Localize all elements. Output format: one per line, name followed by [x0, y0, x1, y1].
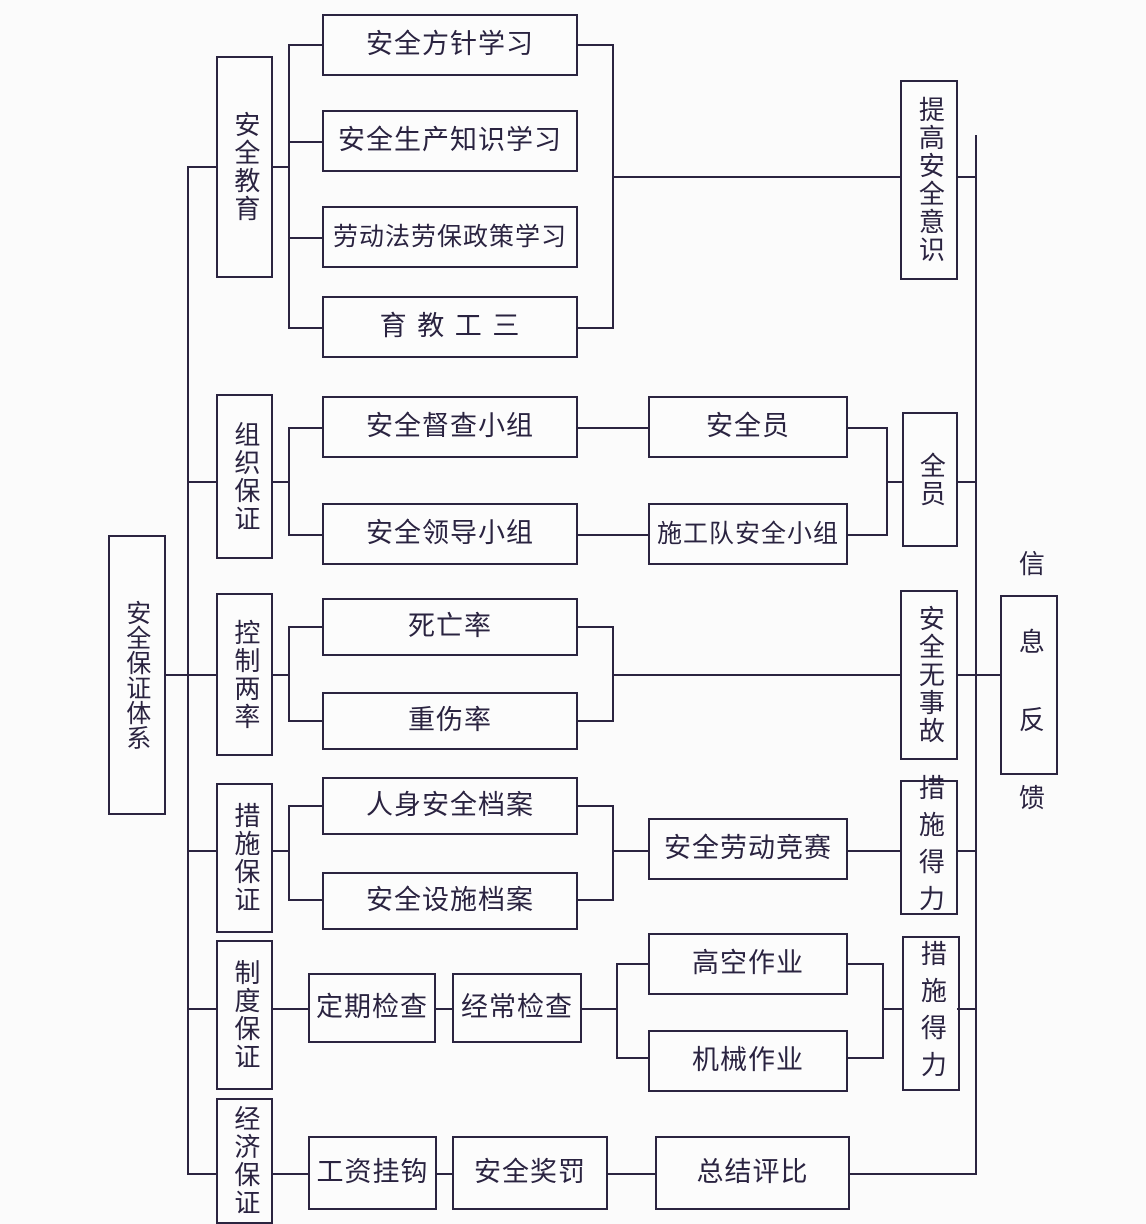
fan-left-branch-3 — [288, 626, 290, 722]
connector-wage-to-reward-penalty — [437, 1173, 452, 1175]
connector-leaf-1-2-left — [288, 141, 324, 143]
connector-spine-to-category-1 — [187, 166, 217, 168]
collector-right-branch-4 — [612, 805, 614, 900]
connector-regular-check-out — [582, 1008, 618, 1010]
leaf-node-safety-policy-study: 安全方针学习 — [322, 14, 578, 76]
connector-outcome-5-to-feedback-spine — [957, 1008, 977, 1010]
leaf-node-high-altitude-work: 高空作业 — [648, 933, 848, 995]
connector-leaf-1-4-right — [578, 327, 614, 329]
outcome-node-effective-measures-2: 措施得力 — [902, 936, 960, 1091]
leaf-node-safety-leadership-group: 安全领导小组 — [322, 503, 578, 565]
category-node-measure-assurance: 措施保证 — [216, 783, 273, 933]
category-node-system-assurance: 制度保证 — [216, 940, 273, 1090]
connector-competition-to-outcome-4 — [848, 850, 902, 852]
connector-leaf-4-2-left — [288, 899, 324, 901]
connector-leaf-2-1b-right — [848, 427, 888, 429]
connector-leaf-3-1-left — [288, 626, 324, 628]
feedback-node-information-feedback: 信 息 反 馈 — [1000, 550, 1058, 821]
spine-main-vertical — [187, 167, 189, 1175]
outcome-node-effective-measures-1: 措施得力 — [900, 774, 958, 922]
connector-summary-to-feedback-spine — [850, 1173, 977, 1175]
fan-left-branch-5 — [616, 963, 618, 1058]
fan-left-branch-2 — [288, 427, 290, 535]
leaf-node-wage-linkage: 工资挂钩 — [308, 1136, 437, 1210]
root-node-safety-assurance-system: 安全保证体系 — [108, 535, 166, 815]
connector-leaf-3-2-right — [578, 720, 614, 722]
category-node-organizational-assurance: 组织保证 — [216, 394, 273, 559]
leaf-node-safety-production-knowledge-study: 安全生产知识学习 — [322, 110, 578, 172]
connector-branch-1-to-outcome — [612, 176, 902, 178]
fan-left-branch-1 — [288, 44, 290, 329]
leaf-node-construction-team-safety-group: 施工队安全小组 — [648, 503, 848, 565]
collector-right-branch-1 — [612, 44, 614, 329]
connector-leaf-2-1-to-2-1b — [578, 427, 648, 429]
outcome-node-no-safety-accidents: 安全无事故 — [900, 590, 958, 760]
fan-left-branch-4 — [288, 805, 290, 900]
connector-category-2-out — [272, 481, 290, 483]
connector-outcome-2-to-feedback-spine — [957, 481, 977, 483]
connector-category-5-to-periodic-check — [272, 1008, 308, 1010]
connector-spine-to-category-3 — [187, 674, 217, 676]
connector-leaf-2-1-left — [288, 427, 324, 429]
leaf-node-labor-law-policy-study: 劳动法劳保政策学习 — [322, 206, 578, 268]
category-node-control-two-rates: 控制两率 — [216, 593, 273, 756]
leaf-node-three-level-education: 育 教 工 三 — [322, 296, 578, 358]
connector-branch-3-to-outcome — [612, 674, 902, 676]
connector-category-4-out — [272, 850, 290, 852]
connector-leaf-5-1-right — [848, 963, 884, 965]
leaf-node-safety-labor-competition: 安全劳动竞赛 — [648, 818, 848, 880]
connector-leaf-4-1-right — [578, 805, 614, 807]
category-node-safety-education: 安全教育 — [216, 56, 273, 278]
connector-outcome-3-to-feedback — [957, 674, 1002, 676]
connector-outcome-4-to-feedback-spine — [957, 850, 977, 852]
connector-leaf-1-1-left — [288, 44, 324, 46]
connector-leaf-1-1-right — [578, 44, 614, 46]
connector-leaf-5-2-right — [848, 1057, 884, 1059]
connector-periodic-to-regular-check — [436, 1008, 452, 1010]
connector-leaf-3-1-right — [578, 626, 614, 628]
connector-outcome-1-to-feedback-spine — [957, 176, 977, 178]
outcome-node-all-staff: 全员 — [902, 412, 958, 547]
connector-leaf-5-2-left — [616, 1057, 650, 1059]
connector-root-to-spine — [166, 674, 188, 676]
connector-leaf-1-3-left — [288, 237, 324, 239]
spine-feedback-vertical — [975, 135, 977, 1175]
connector-branch-5-to-outcome — [882, 1008, 904, 1010]
connector-leaf-4-1-left — [288, 805, 324, 807]
category-node-economic-assurance: 经济保证 — [216, 1098, 273, 1224]
connector-leaf-4-2-right — [578, 899, 614, 901]
connector-reward-to-summary — [608, 1173, 655, 1175]
connector-branch-4-to-competition — [612, 850, 650, 852]
connector-spine-to-category-6 — [187, 1173, 217, 1175]
connector-branch-2-to-outcome — [886, 481, 904, 483]
connector-spine-to-category-4 — [187, 850, 217, 852]
connector-leaf-2-2-left — [288, 534, 324, 536]
connector-leaf-2-2b-right — [848, 534, 888, 536]
connector-spine-to-category-5 — [187, 1008, 217, 1010]
leaf-node-summary-evaluation: 总结评比 — [655, 1136, 850, 1210]
leaf-node-regular-inspection: 经常检查 — [452, 973, 582, 1043]
leaf-node-machinery-work: 机械作业 — [648, 1030, 848, 1092]
leaf-node-fatality-rate: 死亡率 — [322, 598, 578, 656]
connector-category-1-out — [272, 166, 290, 168]
outcome-node-raise-safety-awareness: 提高安全意识 — [900, 80, 958, 280]
connector-spine-to-category-2 — [187, 481, 217, 483]
connector-leaf-2-2-to-2-2b — [578, 534, 648, 536]
leaf-node-serious-injury-rate: 重伤率 — [322, 692, 578, 750]
connector-category-6-to-wage-link — [272, 1173, 308, 1175]
connector-leaf-5-1-left — [616, 963, 650, 965]
connector-leaf-3-2-left — [288, 720, 324, 722]
collector-right-branch-5 — [882, 963, 884, 1058]
leaf-node-safety-supervision-group: 安全督查小组 — [322, 396, 578, 458]
leaf-node-safety-facility-records: 安全设施档案 — [322, 872, 578, 930]
leaf-node-safety-officer: 安全员 — [648, 396, 848, 458]
leaf-node-safety-reward-penalty: 安全奖罚 — [452, 1136, 608, 1210]
connector-category-3-out — [272, 674, 290, 676]
connector-leaf-1-4-left — [288, 327, 324, 329]
leaf-node-personal-safety-records: 人身安全档案 — [322, 777, 578, 835]
leaf-node-periodic-inspection: 定期检查 — [308, 973, 436, 1043]
